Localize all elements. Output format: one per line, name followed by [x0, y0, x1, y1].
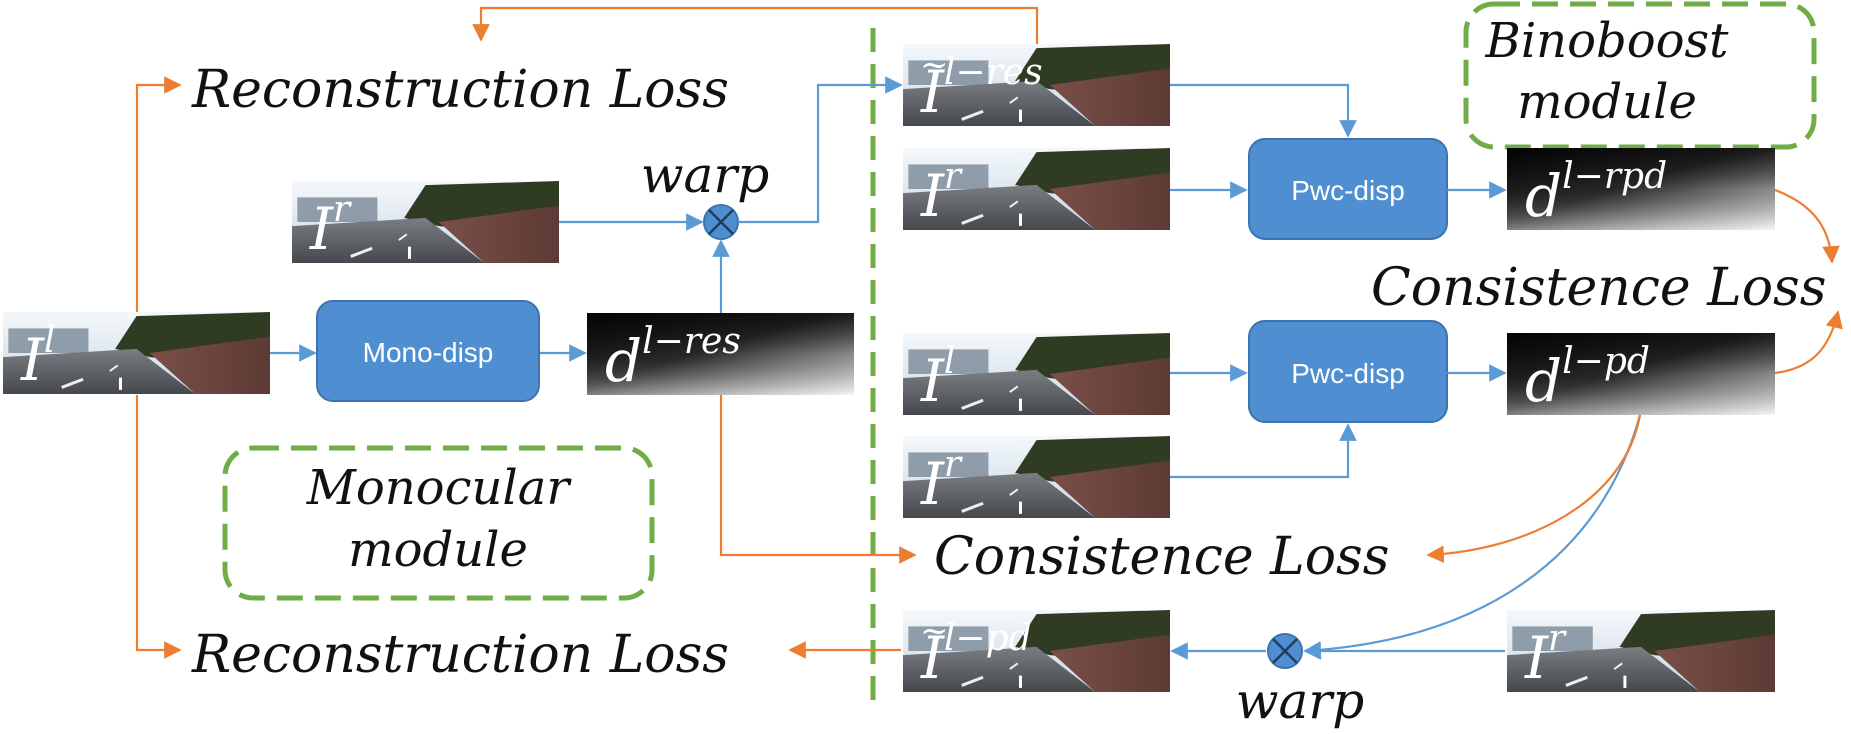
monocular-module-box: Monocular module [222, 445, 655, 601]
thumbnail-il-r: Il [903, 333, 1170, 415]
connector-ilres-to-recon-top [472, 6, 1039, 44]
warp-label-bottom: warp [1236, 672, 1365, 730]
tilde-mark: ~ [920, 611, 949, 651]
thumbnail-ilres: Il−res~ [903, 44, 1170, 126]
pwc-disp-mid-box: Pwc-disp [1248, 320, 1448, 423]
monocular-module-label-1: Monocular [306, 460, 573, 516]
mono-disp-label: Mono-disp [363, 337, 494, 368]
connector-warp-to-ilres [738, 76, 903, 224]
pwc-disp-top-label: Pwc-disp [1291, 175, 1405, 206]
reconstruction-loss-bottom: Reconstruction Loss [191, 625, 729, 685]
thumbnail-dlrpd: dl−rpd [1507, 148, 1775, 230]
connector-ir2-to-pwc [1170, 423, 1357, 479]
thumbnail-ir-r2: Ir [903, 436, 1170, 518]
pwc-disp-top-box: Pwc-disp [1248, 138, 1448, 240]
tilde-mark: ~ [920, 45, 949, 85]
connector-il-to-recon-top [135, 76, 182, 312]
thumbnail-ilpd: Il−pd~ [903, 610, 1170, 692]
monocular-module-label-2: module [348, 522, 528, 578]
binoboost-module-label-2: module [1517, 74, 1697, 130]
connector-il-to-recon-bottom [135, 395, 182, 659]
mono-disp-box: Mono-disp [316, 300, 540, 402]
binoboost-module-box: Binoboost module [1463, 1, 1817, 150]
thumbnail-ir-left: Ir [292, 181, 559, 263]
connector-dlres-to-consist-mid [719, 395, 917, 564]
thumbnail-dlpd: dl−pd [1507, 333, 1775, 415]
consistence-loss-right: Consistence Loss [1371, 258, 1826, 318]
thumbnail-ir-br: Ir [1507, 610, 1775, 692]
thumbnail-dlres: dl−res [587, 313, 854, 395]
connector-dlpd-to-consist-mid [1426, 414, 1642, 564]
thumbnail-ir-r1: Ir [903, 148, 1170, 230]
connector-dlrpd-to-consist-right [1774, 188, 1840, 264]
connector-ilres-to-pwc [1170, 83, 1357, 138]
thumbnail-label-ir-r1: Ir [920, 156, 963, 230]
warp-operator-bottom [1267, 633, 1303, 669]
reconstruction-loss-top: Reconstruction Loss [191, 60, 729, 120]
thumbnail-il-main: Il [3, 312, 270, 394]
warp-operator-top [703, 204, 739, 240]
warp-label-top: warp [641, 146, 770, 204]
pwc-disp-mid-label: Pwc-disp [1291, 358, 1405, 389]
connector-dlpd-to-warp [1303, 414, 1642, 659]
consistence-loss-middle: Consistence Loss [934, 527, 1389, 587]
binoboost-module-label-1: Binoboost [1485, 13, 1730, 69]
connector-dlpd-to-consist-right [1774, 310, 1843, 375]
